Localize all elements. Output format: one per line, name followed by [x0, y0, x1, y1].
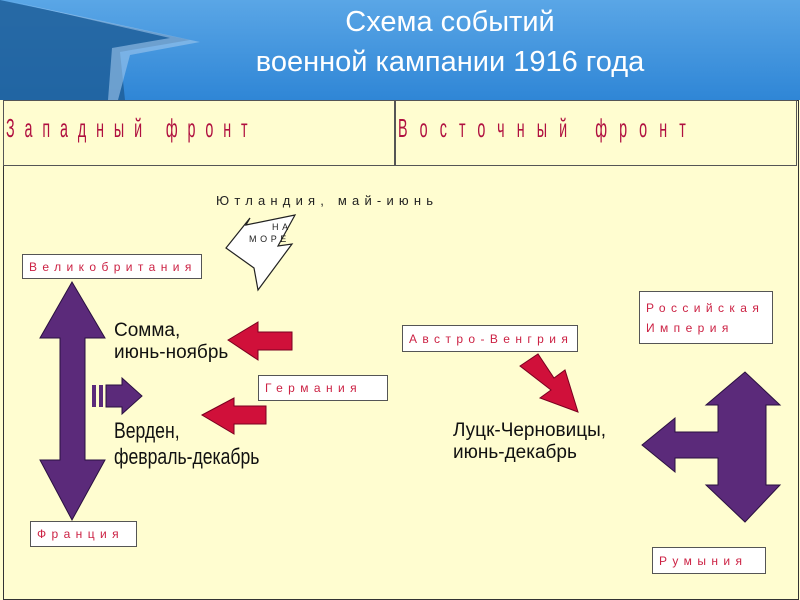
eastern-front-label: Восточный фронт: [398, 113, 698, 143]
verdun-offensive-arrow: [105, 376, 143, 416]
germany-box: Германия: [258, 375, 388, 401]
romania-box: Румыния: [652, 547, 766, 574]
france-label: Франция: [37, 527, 124, 541]
western-front-box: [3, 100, 395, 166]
jutland-label: Ютландия, май-июнь: [216, 193, 439, 208]
lutsk-name: Луцк-Черновицы,: [453, 420, 607, 441]
western-front-label: Западный фронт: [6, 113, 258, 143]
russia-label-line-1: Российская: [646, 300, 765, 315]
britain-box: Великобритания: [22, 254, 202, 279]
russia-box: Российская Империя: [639, 291, 773, 344]
verdun-dates: февраль-декабрь: [114, 444, 260, 469]
at-sea-label-2: МОРЕ: [249, 234, 290, 244]
header-banner: Схема событий военной кампании 1916 года: [0, 0, 800, 100]
somme-event: Сомма, июнь-ноябрь: [114, 320, 228, 364]
lutsk-dates: июнь-декабрь: [453, 442, 577, 463]
russia-romania-arrow: [641, 371, 782, 523]
brusilov-red-arrow: [519, 353, 579, 413]
britain-france-double-arrow: [39, 281, 106, 522]
decorative-swoosh: [0, 0, 200, 100]
eastern-front-box: [395, 100, 797, 166]
title-line-1: Схема событий: [345, 6, 555, 38]
somme-dates: июнь-ноябрь: [114, 342, 229, 363]
page-title: Схема событий военной кампании 1916 года: [120, 2, 780, 82]
somme-red-arrow: [227, 321, 293, 361]
romania-label: Румыния: [659, 553, 748, 568]
austria-hungary-label: Австро-Венгрия: [409, 331, 574, 346]
title-line-2: военной кампании 1916 года: [255, 46, 645, 78]
verdun-arrow-tick-2: [99, 385, 103, 407]
germany-label: Германия: [265, 381, 362, 395]
sea-battle-arrow: [225, 214, 297, 292]
verdun-event: Верден, февраль-декабрь: [114, 418, 259, 470]
france-box: Франция: [30, 521, 137, 547]
lutsk-chernivtsi-event: Луцк-Черновицы, июнь-декабрь: [453, 420, 606, 464]
britain-label: Великобритания: [29, 259, 197, 274]
austria-hungary-box: Австро-Венгрия: [402, 325, 578, 352]
verdun-name: Верден,: [114, 418, 180, 443]
somme-name: Сомма,: [114, 320, 181, 341]
verdun-arrow-tick-1: [92, 385, 96, 407]
verdun-red-arrow: [200, 397, 267, 435]
at-sea-label-1: НА: [272, 222, 292, 232]
russia-label-line-2: Империя: [646, 320, 734, 335]
